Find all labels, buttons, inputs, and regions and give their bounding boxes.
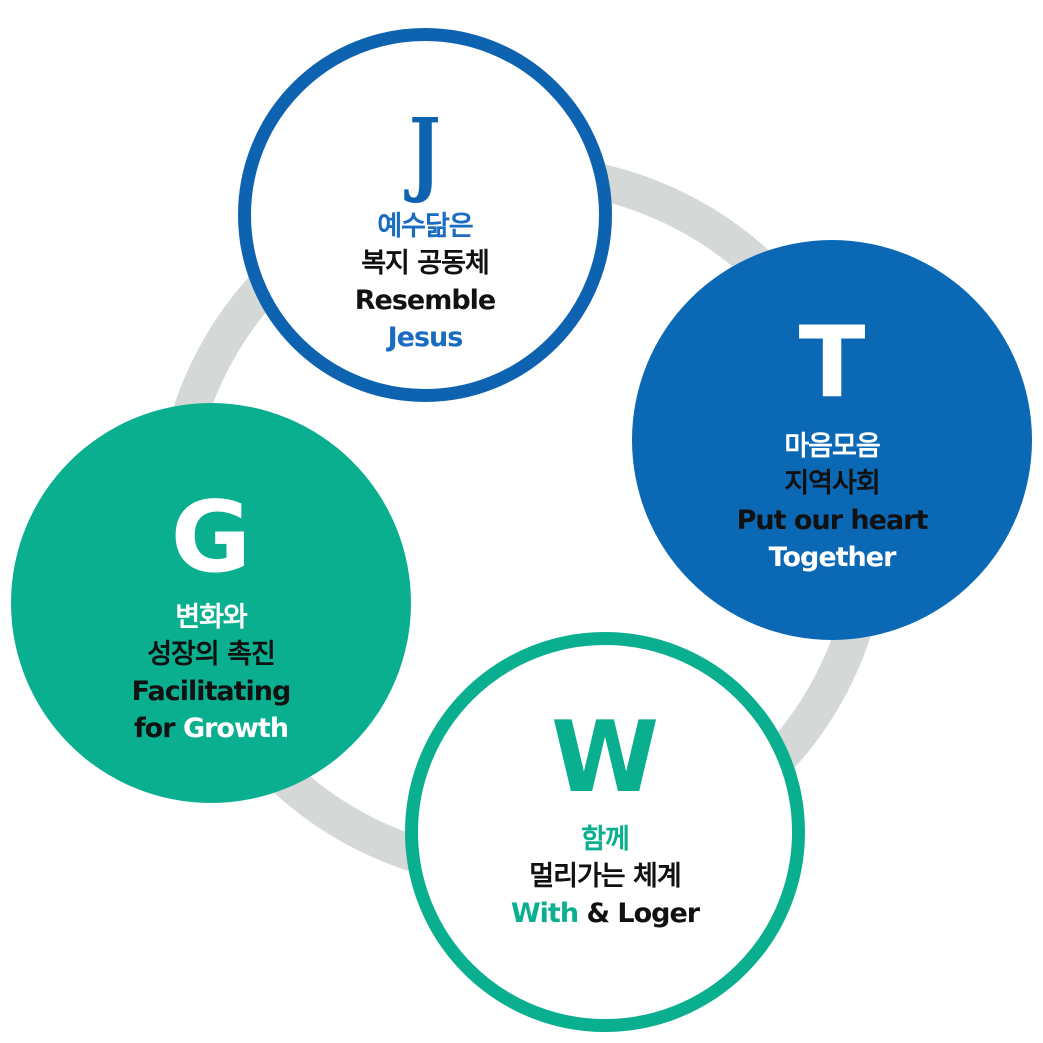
g-line-3: Facilitating xyxy=(131,676,292,707)
circle-j: J 예수닮은 복지 공동체 Resemble Jesus xyxy=(238,28,612,402)
t-line-2: 지역사회 xyxy=(784,468,880,499)
w-line-3: With & Loger xyxy=(510,895,700,932)
g-line-4-part-2: Growth xyxy=(182,713,289,744)
letter-g: G xyxy=(170,481,252,595)
circle-w: W 함께 멀리가는 체계 With & Loger xyxy=(405,632,805,1032)
t-line-1: 마음모음 xyxy=(784,431,880,462)
letter-w: W xyxy=(550,701,660,815)
letter-t: T xyxy=(798,306,866,420)
t-line-4: Together xyxy=(768,542,897,573)
circle-t: T 마음모음 지역사회 Put our heart Together xyxy=(632,240,1032,640)
g-line-1: 변화와 xyxy=(175,602,248,633)
w-line-3-part-1: With xyxy=(510,898,579,929)
j-line-2: 복지 공동체 xyxy=(361,248,490,279)
letter-j: J xyxy=(409,98,441,206)
w-line-1: 함께 xyxy=(581,824,630,855)
j-line-4: Jesus xyxy=(387,322,464,353)
circle-g: G 변화와 성장의 촉진 Facilitating for Growth xyxy=(11,403,411,803)
g-line-2: 성장의 촉진 xyxy=(147,639,276,670)
g-line-4: for Growth xyxy=(133,710,289,747)
j-line-3: Resemble xyxy=(354,285,497,316)
g-line-4-part-1: for xyxy=(133,713,183,744)
w-line-3-part-2: & Loger xyxy=(578,898,700,929)
w-line-2: 멀리가는 체계 xyxy=(529,861,681,892)
t-line-3: Put our heart xyxy=(736,505,929,536)
j-line-1: 예수닮은 xyxy=(377,211,473,242)
